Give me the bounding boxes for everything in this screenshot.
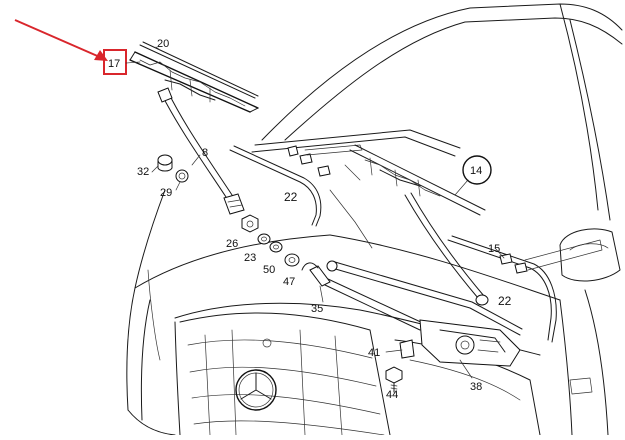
wiper-arm-right — [404, 192, 489, 306]
mercedes-star-emblem — [235, 369, 277, 411]
callout-41: 41 — [368, 347, 380, 359]
callout-44: 44 — [386, 389, 398, 401]
highlight-box — [103, 49, 127, 75]
callout-32: 32 — [137, 166, 149, 178]
cowl-strip — [251, 129, 461, 249]
callout-22-right: 22 — [498, 294, 512, 308]
leader-lines — [125, 46, 505, 393]
callout-38: 38 — [470, 381, 482, 393]
cap-29 — [175, 169, 189, 183]
vehicle-outline — [126, 3, 623, 436]
seal-47 — [284, 253, 300, 267]
callout-17: 17 — [108, 58, 120, 70]
nut-26 — [241, 214, 259, 233]
callout-50: 50 — [263, 264, 275, 276]
callout-14: 14 — [470, 165, 482, 177]
callout-labels: 17 20 8 32 29 22 26 23 50 47 35 14 15 22… — [108, 38, 512, 401]
washer-hose-right — [447, 235, 603, 343]
wiper-arm-left — [157, 87, 245, 215]
wiper-motor — [399, 319, 521, 367]
wiper-blade-left — [129, 41, 259, 113]
washer-50 — [269, 241, 283, 253]
wiper-blade-right — [349, 144, 486, 216]
callout-29: 29 — [160, 187, 172, 199]
callout-47: 47 — [283, 276, 295, 288]
wiper-linkage — [301, 260, 523, 336]
washer-hose-left — [229, 145, 322, 227]
callout-15: 15 — [488, 243, 500, 255]
callout-22-left: 22 — [284, 190, 298, 204]
callout-23: 23 — [244, 252, 256, 264]
cap-32 — [157, 154, 173, 172]
washer-23 — [257, 233, 271, 245]
highlight-arrow — [14, 19, 108, 61]
callout-circle-14 — [462, 155, 492, 185]
callout-20: 20 — [157, 38, 169, 50]
callout-35: 35 — [311, 303, 323, 315]
bolt-44 — [385, 366, 403, 393]
callout-8: 8 — [202, 147, 208, 159]
callout-26: 26 — [226, 238, 238, 250]
